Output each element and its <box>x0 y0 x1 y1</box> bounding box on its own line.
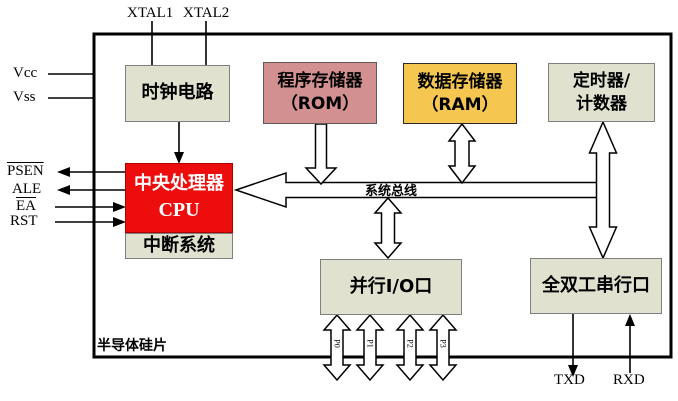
interrupt-system-block: 中断系统 <box>125 233 233 259</box>
parallel-io-label: 并行I/O口 <box>349 275 433 297</box>
timer-label-line1: 定时器/ <box>572 70 631 91</box>
rom-label-line1: 程序存储器 <box>277 71 363 92</box>
ram-label-line2: （RAM） <box>421 94 499 115</box>
port-label-p2: P2 <box>405 339 415 348</box>
port-p1-double-arrow <box>355 313 385 382</box>
port-p3-double-arrow <box>428 313 458 382</box>
parallel-io-block: 并行I/O口 <box>320 259 462 315</box>
txd-arrow <box>568 314 578 377</box>
ale-pin-label: ALE <box>12 181 42 197</box>
psen-pin-label: PSEN <box>7 163 44 179</box>
serial-port-label: 全双工串行口 <box>542 274 650 296</box>
port-p0-double-arrow <box>322 313 352 382</box>
xtal2-pin-label: XTAL2 <box>183 5 230 21</box>
port-p2-double-arrow <box>395 313 425 382</box>
vcc-pin-label: Vcc <box>13 65 38 81</box>
vss-pin-label: Vss <box>13 89 36 105</box>
ea-arrow <box>55 202 126 212</box>
port-label-p3: P3 <box>438 339 448 348</box>
timer-counter-block: 定时器/ 计数器 <box>548 63 655 122</box>
xtal1-pin-label: XTAL1 <box>127 5 174 21</box>
rom-to-bus-arrow <box>304 123 338 186</box>
cpu-label-line2: CPU <box>158 198 200 221</box>
psen-arrow <box>57 167 125 177</box>
clock-to-cpu-arrow <box>174 122 184 164</box>
rst-pin-label: RST <box>10 213 38 229</box>
rxd-pin-label: RXD <box>613 372 645 388</box>
rst-arrow <box>55 217 126 227</box>
cpu-block: 中央处理器 CPU <box>125 163 233 233</box>
clock-circuit-label: 时钟电路 <box>141 82 214 104</box>
ram-label-line1: 数据存储器 <box>417 71 503 92</box>
serial-port-block: 全双工串行口 <box>530 258 662 314</box>
txd-pin-label: TXD <box>554 372 585 388</box>
port-label-p1: P1 <box>365 339 375 348</box>
system-bus-label: 系统总线 <box>364 184 417 199</box>
timer-label-line2: 计数器 <box>576 93 627 114</box>
port-label-p0: P0 <box>332 339 342 348</box>
bus-io-double-arrow <box>373 196 403 260</box>
rxd-arrow <box>625 314 635 373</box>
ale-arrow <box>57 185 125 195</box>
cpu-label-line1: 中央处理器 <box>134 173 224 195</box>
ea-pin-label: EA <box>16 198 36 214</box>
chip-outline <box>92 32 673 359</box>
clock-circuit-block: 时钟电路 <box>125 65 230 122</box>
rom-block: 程序存储器 （ROM） <box>263 62 377 124</box>
ram-bus-double-arrow <box>447 122 477 185</box>
rom-label-line2: （ROM） <box>280 94 360 114</box>
ram-block: 数据存储器 （RAM） <box>403 63 517 124</box>
interrupt-system-label: 中断系统 <box>143 234 215 256</box>
chip-label: 半导体硅片 <box>97 338 167 354</box>
